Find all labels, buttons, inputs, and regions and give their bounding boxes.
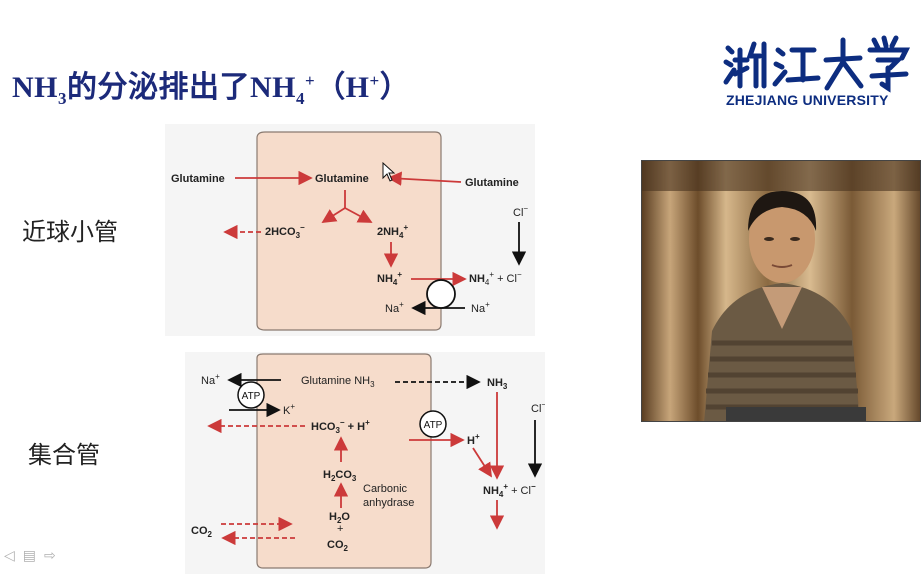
collecting-duct-diagram: Na+ K+ Glutamine NH3 NH3 HCO3− + H+ H+ C… (185, 352, 545, 574)
nh4-cl-label: NH4+ + Cl− (469, 270, 522, 287)
na-label: Na+ (201, 372, 220, 387)
glutamine-right: Glutamine (465, 177, 519, 189)
carbonic-label: Carbonic (363, 483, 408, 495)
na-right-label: Na+ (471, 300, 490, 315)
label-collecting-duct: 集合管 (28, 441, 100, 469)
antiporter-circle (426, 279, 456, 309)
atp-left-label: ATP (242, 391, 261, 402)
university-name: ZHEJIANG UNIVERSITY (726, 92, 889, 108)
hco3-label: 2HCO3− (265, 223, 305, 240)
nh4-cl-label: NH4+ + Cl− (483, 482, 536, 499)
co2-bottom-label: CO2 (327, 539, 349, 553)
na-left-label: Na+ (385, 300, 404, 315)
anhydrase-label: anhydrase (363, 497, 414, 509)
slide-nav-controls: ◁ ▤ ⇨ (4, 545, 56, 565)
nh4-2-label: 2NH4+ (377, 223, 408, 240)
nav-prev-icon[interactable]: ◁ (4, 546, 15, 563)
h2o-label: H2O (329, 511, 350, 525)
slide-title: NH3的分泌排出了NH4+（H+） (12, 71, 411, 108)
atp-pump-right (419, 410, 447, 438)
k-label: K+ (283, 402, 295, 417)
h-label: H+ (467, 432, 480, 447)
atp-pump-left (237, 381, 265, 409)
nav-next-icon[interactable]: ⇨ (44, 546, 56, 563)
cl-label: Cl− (513, 204, 528, 219)
plus-label: + (337, 523, 343, 535)
co2-left-label: CO2 (191, 525, 213, 539)
h2co3-label: H2CO3 (323, 469, 357, 483)
proximal-tubule-diagram: Glutamine Glutamine Glutamine 2HCO3− 2NH… (165, 124, 535, 336)
glutamine-left: Glutamine (171, 173, 225, 185)
nh3-right-label: NH3 (487, 377, 508, 391)
glutamine-nh3-label: Glutamine NH3 (301, 375, 375, 389)
cl-label: Cl− (531, 400, 545, 415)
nav-menu-icon[interactable]: ▤ (22, 546, 37, 563)
lecturer-video (641, 160, 921, 422)
university-logo-calligraphy (723, 35, 911, 93)
mouse-cursor-icon (382, 162, 396, 182)
cell-body (256, 353, 432, 569)
hco3-h-label: HCO3− + H+ (311, 418, 370, 435)
glutamine-center: Glutamine (315, 173, 369, 185)
nh4-label: NH4+ (377, 270, 402, 287)
label-proximal-tubule: 近球小管 (22, 218, 118, 246)
atp-right-label: ATP (424, 420, 443, 431)
